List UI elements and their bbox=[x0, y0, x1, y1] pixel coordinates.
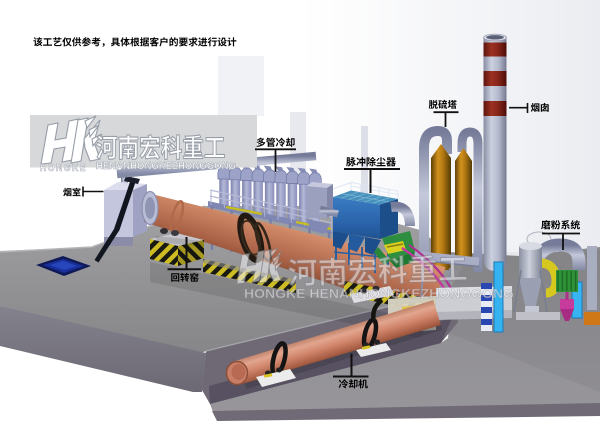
svg-text:HENANHONGKEZHONGGONG: HENANHONGKEZHONGGONG bbox=[96, 161, 236, 172]
svg-text:HONGKE HENANHONGKEZHONGGONG: HONGKE HENANHONGKEZHONGGONG bbox=[244, 287, 514, 301]
svg-text:HONGKE: HONGKE bbox=[40, 163, 87, 174]
